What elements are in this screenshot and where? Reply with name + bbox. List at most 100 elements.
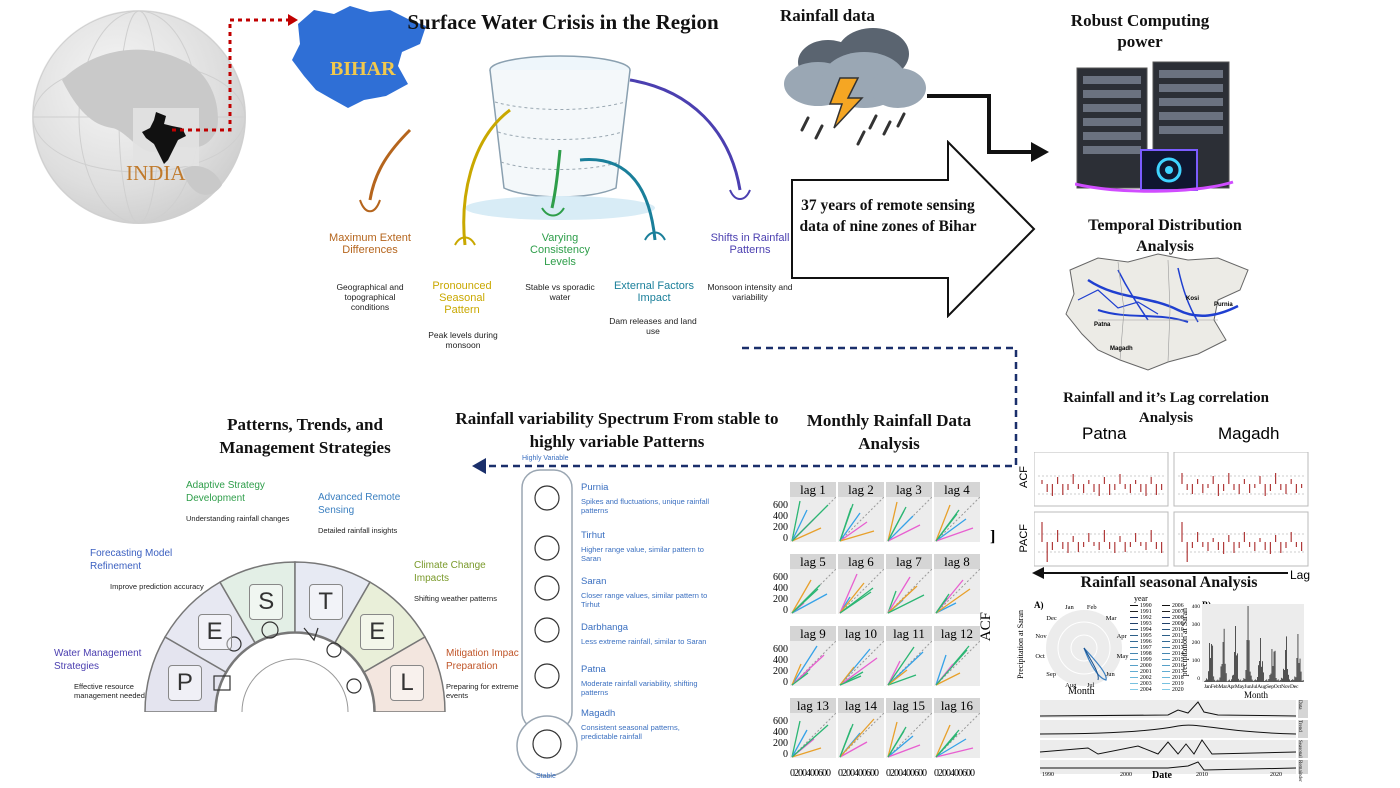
legend-swatch [1162, 622, 1170, 625]
legend-year: 1993 [1140, 621, 1152, 627]
map-label-purnia: Purnia [1214, 302, 1233, 308]
lag-corr-title: Rainfall and it’s Lag correlation Analys… [1063, 390, 1269, 427]
legend-entry: 1996 [1130, 639, 1152, 645]
monthly-title: Monthly Rainfall Data Analysis [806, 411, 972, 453]
big-arrow [791, 140, 1036, 318]
lag-bracket: ] [990, 528, 996, 545]
lag-scatter [839, 569, 884, 614]
rainfall-title: Rainfall data [780, 6, 875, 25]
arrow-text: 37 years of remote sensing data of nine … [799, 197, 977, 235]
lag-panel-label: lag 12 [934, 626, 980, 641]
dashed-connector [472, 346, 1018, 474]
lag-panel: lag 7 [886, 554, 932, 614]
lag-ytick: 600 [773, 500, 788, 511]
legend-entry: 1993 [1130, 621, 1152, 627]
legend-entry: 2014 [1162, 651, 1184, 657]
legend-swatch [1162, 634, 1170, 637]
decomp-xtick: 1990 [1042, 772, 1054, 778]
legend-swatch [1130, 658, 1138, 661]
lag-ytick: 200 [773, 666, 788, 677]
lag-panel: lag 4 [934, 482, 980, 542]
lag-ylabel: ACF [978, 612, 994, 642]
legend-entry: 2007 [1162, 609, 1184, 615]
legend-swatch [1162, 652, 1170, 655]
india-map-shape [142, 112, 186, 164]
legend-entry: 1992 [1130, 615, 1152, 621]
acf-pacf-panels [1034, 452, 1309, 567]
legend-entry: 1998 [1130, 651, 1152, 657]
legend-entry: 1995 [1130, 633, 1152, 639]
lag-panel-label: lag 13 [790, 698, 836, 713]
pestel-letter: S [249, 583, 284, 620]
legend-year: 2016 [1172, 663, 1184, 669]
lag-panel-label: lag 6 [838, 554, 884, 569]
bucket-item-desc-3: Stable vs sporadic water [525, 282, 595, 302]
spectrum-zone-desc: Consistent seasonal patterns, predictabl… [581, 723, 680, 742]
spectrum-zone-desc: Moderate rainfall variability, shifting … [581, 679, 698, 698]
legend-entry: 2011 [1162, 633, 1184, 639]
lag-scatter [887, 569, 932, 614]
legend-swatch [1130, 652, 1138, 655]
decomp-row-label: Remainder [1297, 760, 1302, 782]
legend-swatch [1162, 604, 1170, 607]
legend-year: 2000 [1140, 663, 1152, 669]
lag-scatter [839, 641, 884, 686]
pestel-letter: E [197, 613, 232, 650]
legend-swatch [1130, 616, 1138, 619]
spectrum-zone-name: Tirhut [581, 530, 605, 541]
legend-swatch [1130, 676, 1138, 679]
spectrum-zone-name: Saran [581, 576, 607, 587]
decomp-xtick: 2010 [1196, 772, 1208, 778]
legend-entry: 2010 [1162, 627, 1184, 633]
spectrum-zone-name: Darbhanga [581, 622, 629, 633]
acf-xlabel: Lag [1290, 568, 1311, 582]
legend-swatch [1162, 658, 1170, 661]
legend-year: 2004 [1140, 687, 1152, 693]
polar-month-label: Sep [1046, 671, 1057, 679]
acf-row2-label: PACF [1018, 524, 1030, 553]
legend-year: 2018 [1172, 675, 1184, 681]
lag-ytick: 0 [783, 749, 788, 760]
crisis-title: Surface Water Crisis in the Region [407, 10, 719, 34]
legend-swatch [1162, 616, 1170, 619]
lag-panel: lag 13 [790, 698, 836, 758]
lag-panel: lag 15 [886, 698, 932, 758]
spectrum-zone-name: Patna [581, 664, 606, 675]
pestel-letter: P [167, 665, 202, 702]
spectrum-zone-desc: Closer range values, similar pattern to … [581, 591, 708, 610]
legend-entry: 2001 [1130, 669, 1152, 675]
lag-xtick: 0200400600 [790, 768, 831, 779]
temporal-title: Temporal Distribution Analysis [1088, 217, 1242, 255]
lag-panel-label: lag 14 [838, 698, 884, 713]
decomp-row-label: Data [1297, 700, 1302, 710]
legend-year: 1994 [1140, 627, 1152, 633]
legend-swatch [1130, 622, 1138, 625]
lag-scatter [839, 497, 884, 542]
pestel-item-desc: Detailed rainfall insights [318, 526, 398, 535]
lag-panel: lag 8 [934, 554, 980, 614]
lag-panel-label: lag 10 [838, 626, 884, 641]
pestel-item-name: Forecasting Model Refinement [90, 548, 173, 572]
bucket-item-title-4: External Factors Impact [613, 280, 695, 304]
legend-year: 2020 [1172, 687, 1184, 693]
legend-year: 1996 [1140, 639, 1152, 645]
spectrum-zone-name: Purnia [581, 482, 609, 493]
legend-entry: 2012 [1162, 639, 1184, 645]
legend-year: 2011 [1172, 633, 1184, 639]
server-icon [1075, 61, 1234, 193]
pestel-item-name: Advanced Remote Sensing [318, 492, 401, 516]
pestel-item-desc: Effective resource management needed [74, 682, 145, 701]
polar-month-label: Oct [1035, 653, 1045, 661]
legend-swatch [1162, 676, 1170, 679]
polar-month-label: Feb [1086, 604, 1097, 612]
legend-swatch [1130, 634, 1138, 637]
legend-entry: 2006 [1162, 603, 1184, 609]
legend-entry: 1991 [1130, 609, 1152, 615]
pestel-item-desc: Understanding rainfall changes [186, 514, 290, 523]
lag-ytick: 0 [783, 533, 788, 544]
bars-ytick: 100 [1191, 658, 1200, 664]
acf-left-label: Patna [1082, 424, 1127, 443]
lag-xtick: 0200400600 [838, 768, 879, 779]
panel-a-tag: A) [1034, 600, 1044, 610]
